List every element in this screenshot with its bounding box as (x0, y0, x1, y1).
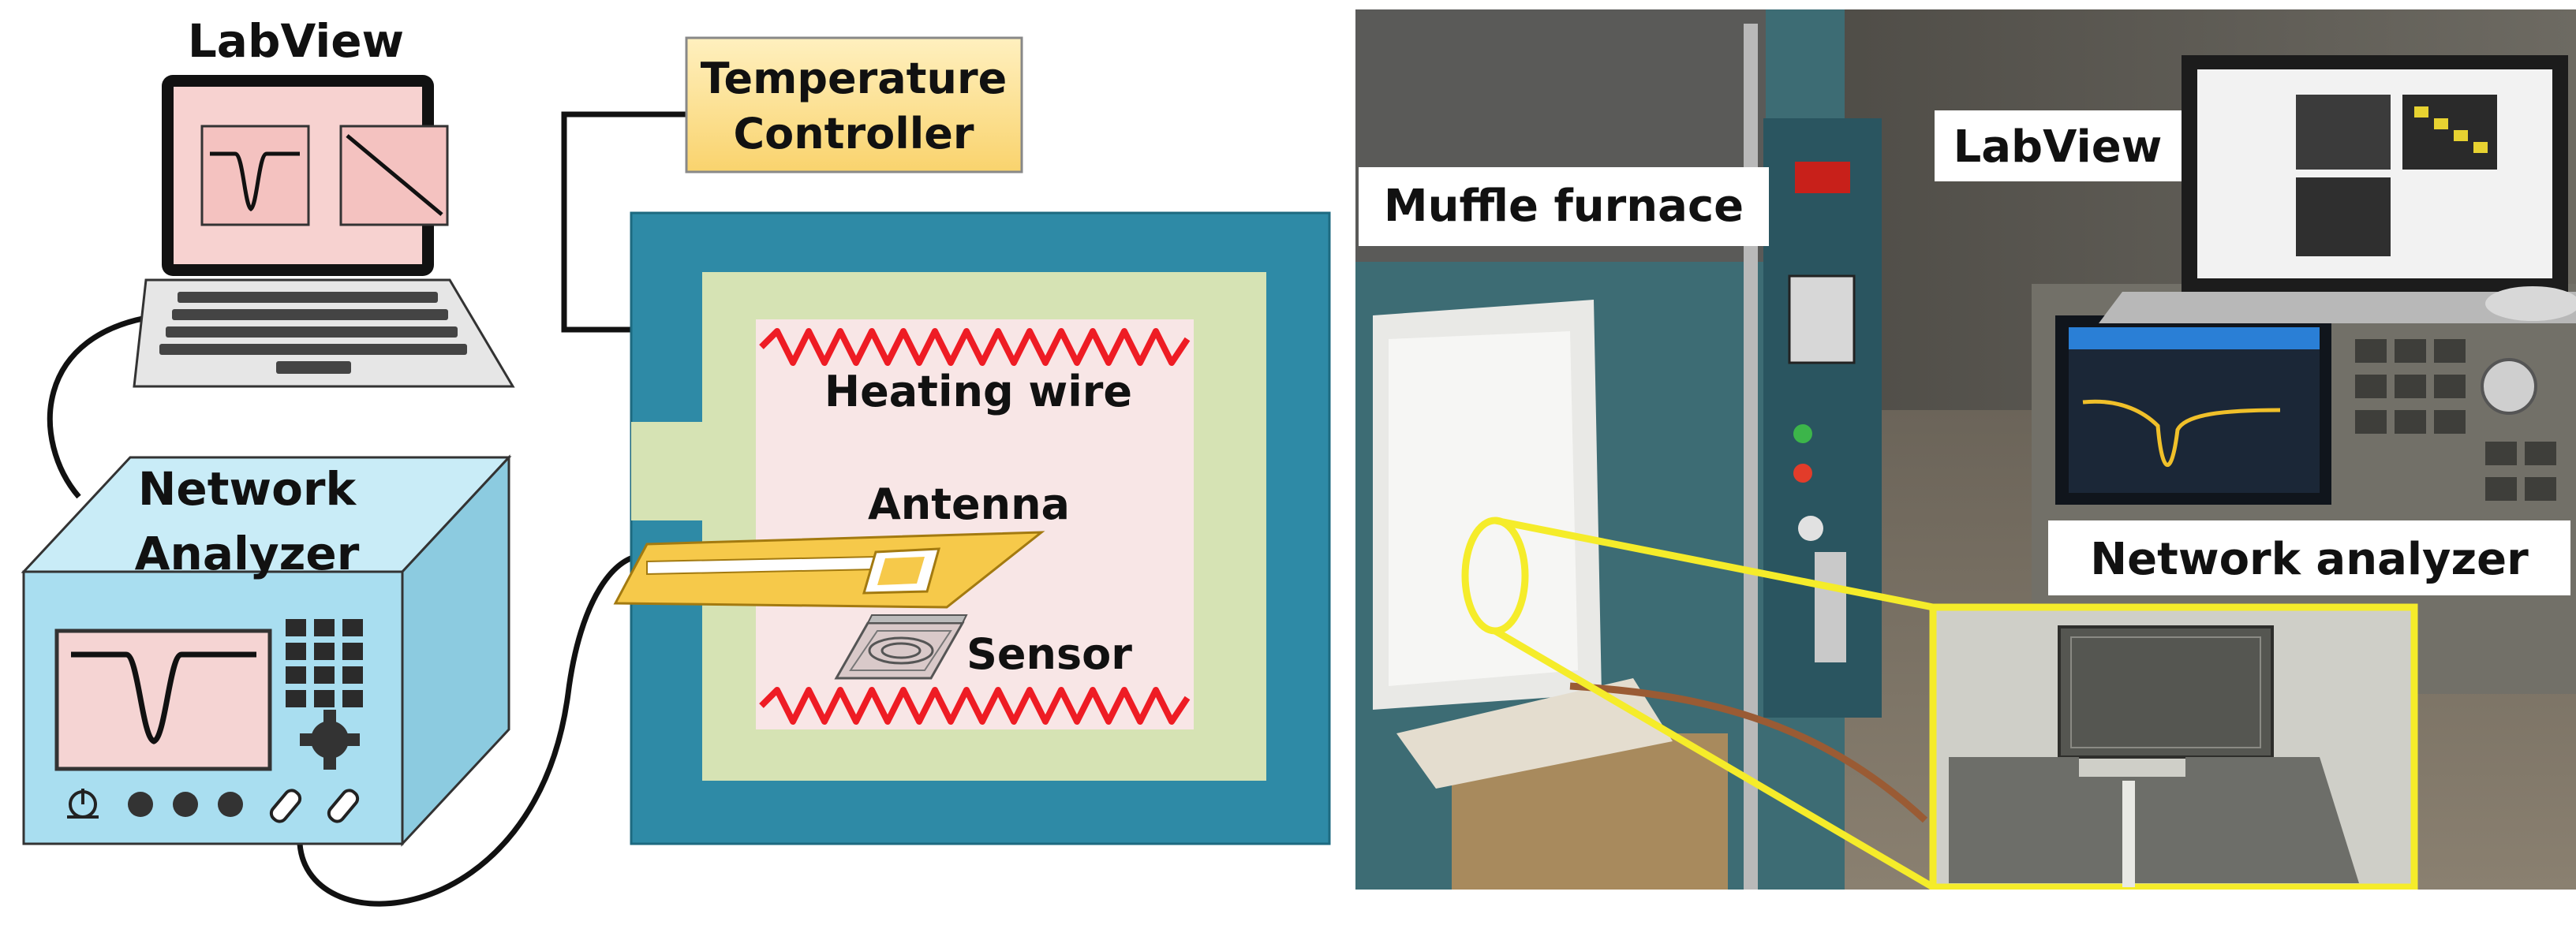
furnace-port (631, 449, 702, 520)
analyzer-display-trace (2082, 399, 2281, 467)
inset-sensor-pattern (2070, 636, 2261, 748)
muffle-furnace-label-box: Muffle furnace (1359, 167, 1769, 246)
inset-sensor-chip (2058, 625, 2274, 759)
connection-cables (47, 111, 686, 907)
furnace-icon: Heating wire Antenna Sensor (613, 211, 1331, 845)
analyzer-dial (2481, 358, 2537, 415)
analyzer-ports (269, 789, 360, 823)
analyzer-to-antenna-cable (297, 553, 648, 907)
analyzer-button-grid (2355, 339, 2556, 501)
temperature-controller: Temperature Controller (685, 36, 1023, 173)
sensor-chip-icon (834, 614, 968, 680)
analyzer-keypad (286, 619, 363, 707)
laptop-label: LabView (188, 14, 404, 68)
analyzer-knobs (67, 789, 243, 819)
ceramic-plate (1396, 678, 1673, 789)
heating-wire-label: Heating wire (824, 367, 1132, 416)
furnace-door-insulation (1389, 331, 1578, 686)
coax-cable (1569, 682, 1928, 823)
screen-plot-left (200, 125, 310, 226)
photo-laptop-window-3 (2296, 177, 2391, 256)
network-analyzer-label-line2: Analyzer (135, 527, 360, 580)
lab-photo (1355, 9, 2576, 890)
temperature-controller-label-line1: Temperature (701, 54, 1007, 103)
heating-wire-icon-top (759, 328, 1191, 366)
analyzer-screen (54, 629, 272, 771)
sensor-label: Sensor (966, 629, 1132, 679)
photo-laptop-window-1 (2296, 95, 2391, 170)
inset-antenna-pattern (1949, 757, 2359, 883)
labview-photo-label: LabView (1953, 121, 2163, 173)
labview-photo-label-box: LabView (1935, 110, 2182, 181)
analyzer-dpad (300, 710, 360, 770)
linear-trend-icon (346, 134, 443, 216)
analyzer-display (2069, 327, 2320, 493)
inset-antenna-feed-gap (2122, 781, 2135, 887)
furnace-green-light (1793, 424, 1812, 443)
analyzer-resonance-dip-icon (71, 651, 256, 744)
antenna-patch-inner (877, 557, 925, 585)
laptop-icon (133, 75, 515, 388)
network-analyzer-label-line1: Network (138, 462, 357, 516)
furnace-terminal-strip (1815, 552, 1846, 662)
temperature-controller-box (685, 36, 1023, 173)
controller-to-furnace-cable (561, 111, 686, 333)
heating-wire-icon-bottom (759, 687, 1191, 725)
temperature-controller-label-line2: Controller (734, 109, 974, 159)
callout-line-bottom (1493, 628, 1935, 890)
network-analyzer-icon (21, 454, 512, 847)
furnace-switch (1798, 516, 1823, 541)
keyboard-keys (159, 292, 467, 374)
photo-laptop-window-2 (2402, 95, 2497, 170)
laptop-to-analyzer-cable (47, 312, 163, 499)
resonance-dip-icon (210, 151, 300, 211)
analyzer-display-toolbar (2069, 327, 2320, 349)
callout-line-top (1494, 517, 1934, 611)
photo-laptop-window-2-marks (2414, 106, 2488, 153)
stand-rod (1744, 24, 1758, 890)
antenna-label: Antenna (868, 479, 1070, 529)
network-analyzer-photo-label-box: Network analyzer (2048, 520, 2570, 595)
photo-laptop-keyboard (2099, 292, 2576, 323)
furnace-meter (1788, 274, 1856, 364)
furnace-chamber (756, 319, 1194, 729)
network-analyzer-photo-label: Network analyzer (2090, 534, 2529, 585)
furnace-red-light (1793, 464, 1812, 483)
furnace-temperature-display (1795, 162, 1850, 193)
photo-mouse (2485, 286, 2576, 321)
muffle-furnace-label: Muffle furnace (1384, 181, 1744, 232)
